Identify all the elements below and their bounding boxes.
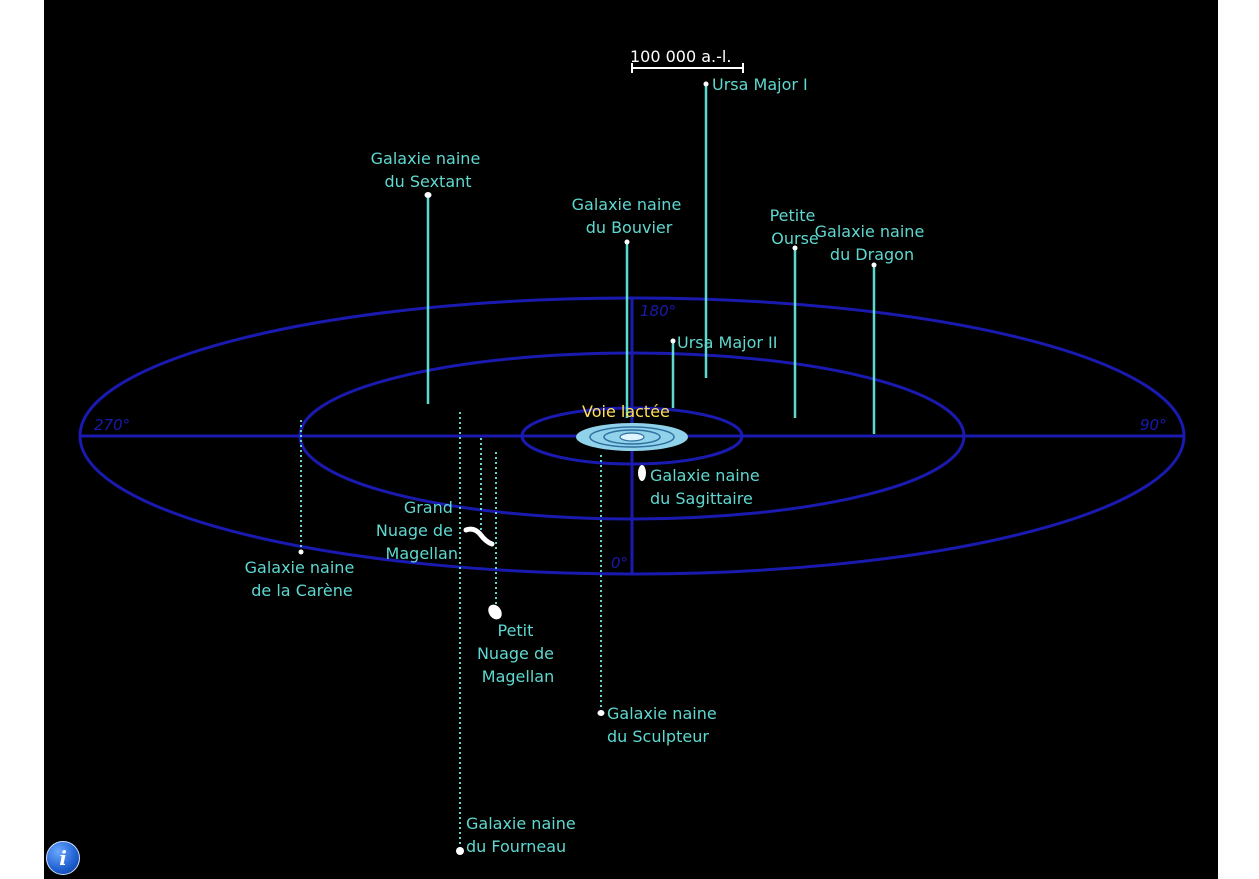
fornax-label: Galaxie naine du Fourneau [466,814,581,856]
degree-180-label: 180° [640,302,676,320]
fornax-marker [456,847,464,855]
bootes-marker [624,239,630,245]
milky-way-label: Voie lactée [582,402,670,421]
degree-0-label: 0° [611,554,628,572]
stems-above [426,84,876,434]
milky-way [576,423,688,451]
satellite-galaxies-diagram: 180° 270° 90° 0° 100 000 a.-l. Voie lact… [78,47,1186,856]
smc-label: Petit Nuage de Magellan [477,621,559,686]
smc-marker [488,604,502,620]
galaxy-labels: Ursa Major I Galaxie naine du Sextant Ga… [245,75,930,856]
ursa-minor-marker [792,245,798,251]
lmc-marker [463,526,495,547]
sagittarius-label: Galaxie naine du Sagittaire [650,466,765,508]
draco-marker [871,262,877,268]
degree-90-label: 90° [1140,416,1167,434]
milky-way-core [619,432,645,442]
degree-270-label: 270° [94,416,130,434]
scale-label: 100 000 a.-l. [630,47,731,66]
sextans-label: Galaxie naine du Sextant [371,149,486,191]
ursa-major-1-label: Ursa Major I [712,75,808,94]
info-icon[interactable]: i [46,841,80,875]
lmc-label: Grand Nuage de Magellan [376,498,458,563]
sculptor-marker [597,710,605,716]
milky-way-ring-2 [603,429,661,445]
ursa-minor-label: Petite Ourse [770,206,821,248]
sculptor-label: Galaxie naine du Sculpteur [607,704,722,746]
bootes-label: Galaxie naine du Bouvier [572,195,687,237]
scale-bar: 100 000 a.-l. [630,47,744,73]
carina-marker [298,549,304,555]
draco-label: Galaxie naine du Dragon [815,222,930,264]
stems-below [300,412,643,850]
galaxy-markers [298,81,877,855]
ursa-major-1-marker [703,81,709,87]
sagittarius-marker [638,465,646,481]
carina-label: Galaxie naine de la Carène [245,558,360,600]
ursa-major-2-marker [670,338,676,344]
milky-way-ring-1 [589,426,675,448]
diagram-canvas: 180° 270° 90° 0° 100 000 a.-l. Voie lact… [44,0,1218,879]
ursa-major-2-label: Ursa Major II [677,333,777,352]
sextans-marker [424,192,432,198]
